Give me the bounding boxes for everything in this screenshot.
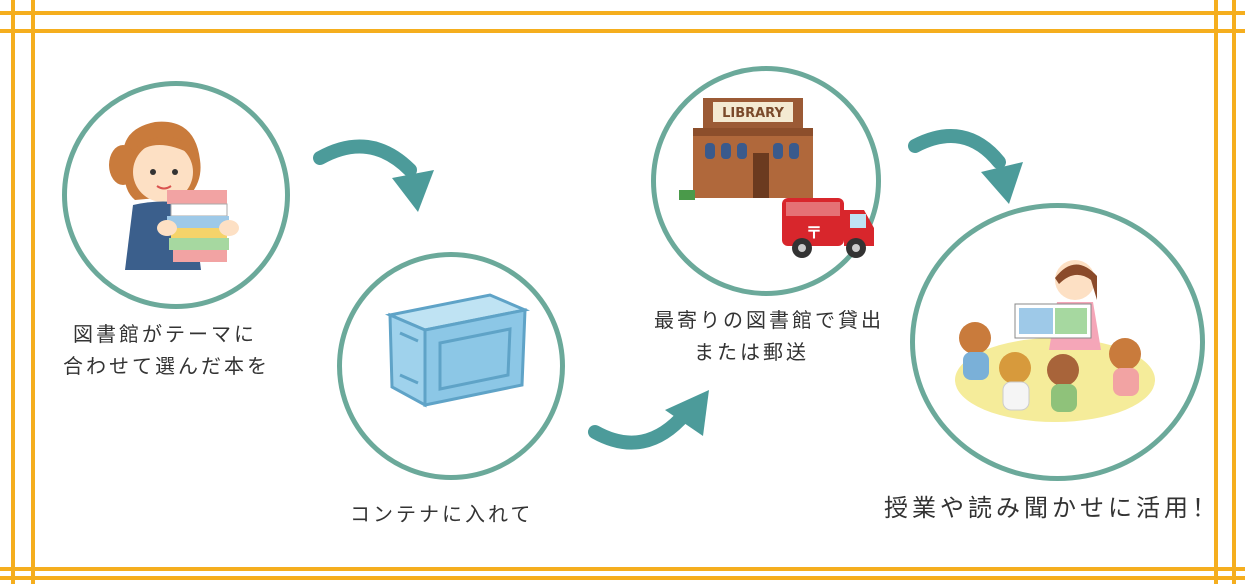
step3-caption: 最寄りの図書館で貸出 または郵送 <box>638 304 900 368</box>
step4-caption: 授業や読み聞かせに活用！ <box>884 492 1220 524</box>
step3-caption-line2: または郵送 <box>694 340 809 364</box>
step1-caption-line1: 図書館がテーマに <box>73 322 257 346</box>
step1-caption: 図書館がテーマに 合わせて選んだ本を <box>63 318 270 382</box>
svg-text:〒: 〒 <box>806 223 822 242</box>
step2-caption: コンテナに入れて <box>350 498 533 530</box>
library-sign: LIBRARY <box>722 106 784 121</box>
storytime-children-icon <box>955 260 1155 422</box>
container-box-icon <box>384 293 530 408</box>
library-building-icon: LIBRARY <box>679 98 813 200</box>
step2-caption-line1: コンテナに入れて <box>350 502 534 526</box>
arrow-step2-to-step3 <box>588 390 709 450</box>
post-van-icon: 〒 <box>782 198 874 258</box>
step3-caption-line1: 最寄りの図書館で貸出 <box>654 308 884 332</box>
arrow-step1-to-step2 <box>313 139 434 212</box>
arrow-step3-to-step4 <box>908 129 1023 204</box>
step1-caption-line2: 合わせて選んだ本を <box>63 354 270 378</box>
librarian-with-books-icon <box>109 121 239 270</box>
step4-caption-line1: 授業や読み聞かせに活用！ <box>884 494 1220 522</box>
